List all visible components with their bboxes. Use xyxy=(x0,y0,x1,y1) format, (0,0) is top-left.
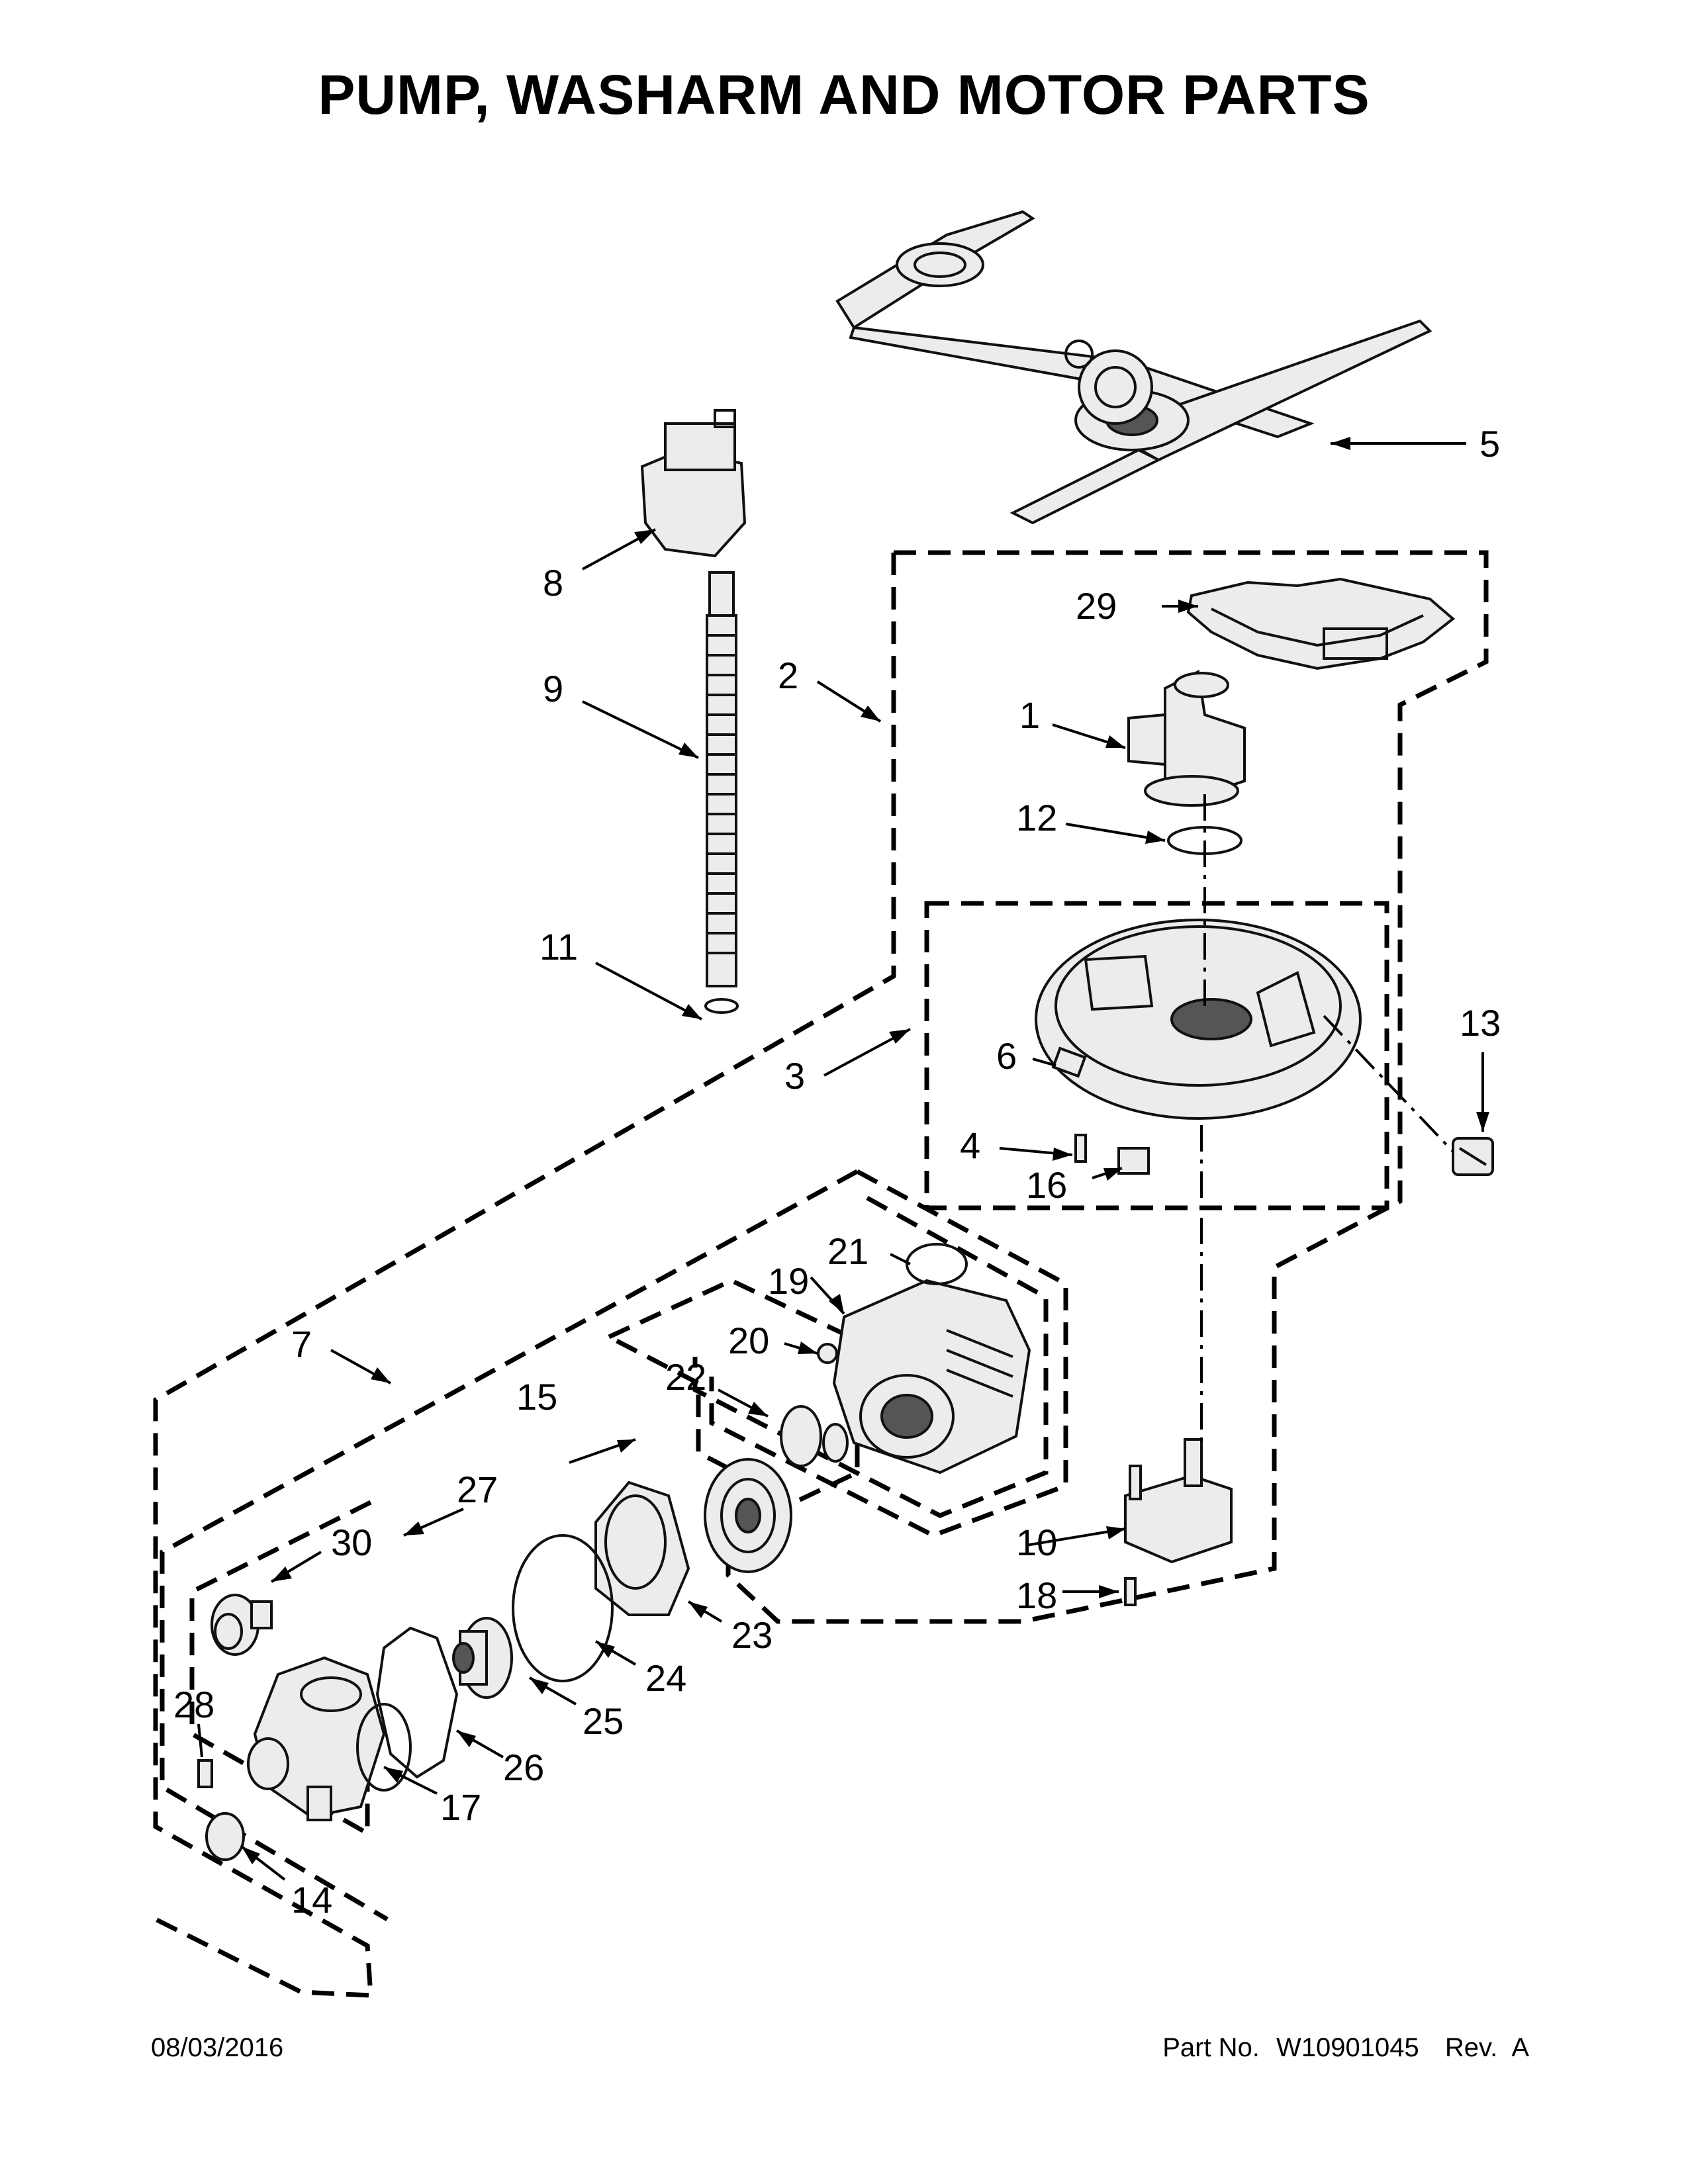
check-valve-part-30 xyxy=(211,1594,273,1656)
callout-7: 7 xyxy=(291,1323,312,1365)
callout-19: 19 xyxy=(768,1260,809,1302)
part-label: Part No. xyxy=(1162,2033,1260,2062)
callout-28: 28 xyxy=(173,1684,214,1725)
callout-23: 23 xyxy=(731,1614,773,1656)
callout-22: 22 xyxy=(665,1356,706,1398)
callout-3: 3 xyxy=(784,1055,805,1097)
page-title: PUMP, WASHARM AND MOTOR PARTS xyxy=(318,64,1370,126)
sump-part-3 xyxy=(1035,919,1362,1120)
screw-part-28 xyxy=(197,1759,213,1788)
callout-16: 16 xyxy=(1026,1164,1067,1206)
assembly-boundary-2-left xyxy=(153,553,896,1998)
screw-part-20 xyxy=(817,1343,838,1364)
callout-17: 17 xyxy=(440,1786,481,1828)
chopper-assembly-part-1 xyxy=(1127,669,1246,807)
callout-30: 30 xyxy=(331,1522,372,1563)
callout-25: 25 xyxy=(583,1700,624,1742)
callout-4: 4 xyxy=(960,1124,980,1166)
wash-arm-part-5 xyxy=(835,210,1432,525)
bracket-part-6 xyxy=(1051,1046,1087,1078)
gasket-part-21 xyxy=(906,1243,968,1285)
seal-part-14 xyxy=(205,1812,245,1861)
part-number: W10901045 xyxy=(1276,2033,1419,2062)
callout-24: 24 xyxy=(645,1657,686,1699)
rev-value: A xyxy=(1511,2033,1529,2062)
callout-5: 5 xyxy=(1479,423,1500,465)
callout-26: 26 xyxy=(503,1747,544,1788)
screw-part-4 xyxy=(1074,1134,1087,1163)
footer-part-number: Part No. W10901045 Rev. A xyxy=(1162,2033,1529,2063)
clamp-part-11 xyxy=(704,998,739,1014)
sensor-part-13 xyxy=(1452,1137,1494,1176)
housing-part-23 xyxy=(594,1480,690,1616)
callout-21: 21 xyxy=(827,1230,868,1272)
impeller-part-25 xyxy=(452,1617,513,1699)
callout-11: 11 xyxy=(539,926,578,968)
seal-part-24 xyxy=(512,1534,614,1682)
callout-2: 2 xyxy=(778,655,798,696)
diverter-valve-part-10 xyxy=(1124,1438,1233,1564)
drain-pump-part-17 xyxy=(247,1656,412,1821)
callout-29: 29 xyxy=(1076,585,1117,627)
callout-labels: 1 2 3 4 5 6 7 8 9 10 11 12 13 14 15 16 1… xyxy=(173,423,1501,1921)
impeller-part-22 xyxy=(780,1405,849,1467)
callout-9: 9 xyxy=(543,668,563,709)
callout-12: 12 xyxy=(1016,797,1057,839)
callout-1: 1 xyxy=(1019,694,1040,736)
screw-part-18 xyxy=(1124,1577,1137,1606)
centerline-sensor xyxy=(1323,1015,1454,1153)
footer-date: 08/03/2016 xyxy=(151,2033,284,2062)
drain-hose-part-9 xyxy=(706,571,737,987)
motor-part-19 xyxy=(832,1279,1031,1475)
assembly-boundary-15 xyxy=(692,1195,1049,1518)
callout-6: 6 xyxy=(996,1035,1017,1077)
assembly-boundary-7-lower xyxy=(160,1169,859,1922)
callout-20: 20 xyxy=(728,1320,769,1361)
callout-27: 27 xyxy=(457,1469,498,1510)
callout-10: 10 xyxy=(1016,1522,1057,1563)
clip-part-16 xyxy=(1117,1147,1150,1175)
callout-8: 8 xyxy=(543,562,563,604)
assembly-boundary-3 xyxy=(924,901,1389,1210)
assembly-boundary-2 xyxy=(726,550,1489,1624)
pump-housing-part-15 xyxy=(704,1458,792,1573)
rev-label: Rev. xyxy=(1444,2033,1498,2062)
assembly-boundary-7 xyxy=(709,1169,1068,1538)
callout-13: 13 xyxy=(1460,1002,1501,1044)
callout-14: 14 xyxy=(291,1879,332,1921)
gasket-part-26 xyxy=(375,1626,459,1779)
diverter-motor-part-8 xyxy=(640,409,747,558)
leader-lines xyxy=(197,437,1489,1881)
callout-18: 18 xyxy=(1016,1574,1057,1616)
assembly-boundary-22 xyxy=(608,1278,860,1505)
callout-15: 15 xyxy=(516,1376,557,1418)
filter-cover-part-29 xyxy=(1186,577,1456,670)
